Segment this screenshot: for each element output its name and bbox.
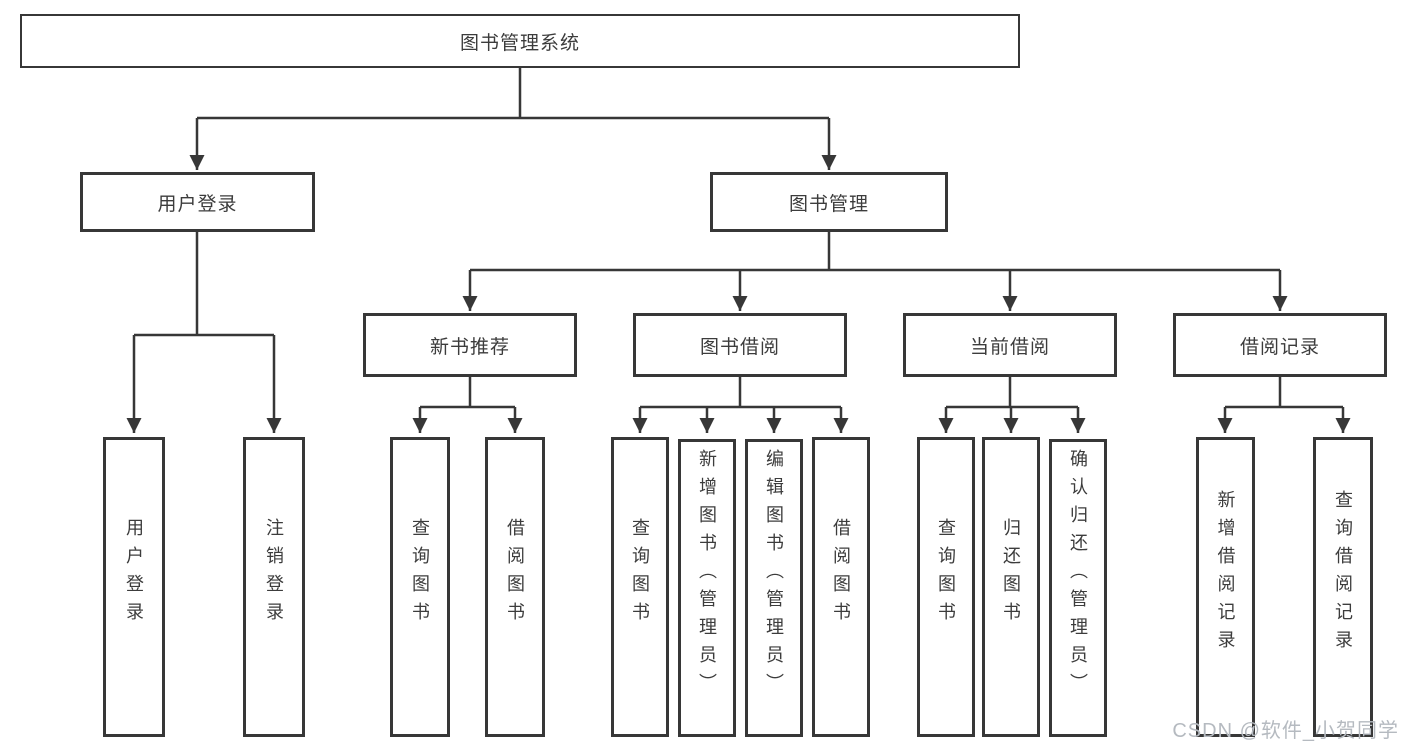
leaf-borrow-books-recommend-label: 借阅图书 xyxy=(505,518,525,630)
leaf-query-books-current: 查询图书 xyxy=(917,437,975,737)
leaf-confirm-return-admin-label: 确认归还（管理员） xyxy=(1068,449,1088,701)
leaf-borrow-books-recommend: 借阅图书 xyxy=(485,437,545,737)
leaf-query-borrow-record-label: 查询借阅记录 xyxy=(1333,490,1353,658)
leaf-borrow-books-label: 借阅图书 xyxy=(831,518,851,630)
leaf-add-books-admin: 新增图书（管理员） xyxy=(678,439,736,737)
leaf-edit-books-admin: 编辑图书（管理员） xyxy=(745,439,803,737)
leaf-add-books-admin-label: 新增图书（管理员） xyxy=(697,449,717,701)
leaf-query-books-recommend: 查询图书 xyxy=(390,437,450,737)
node-user-login-branch: 用户登录 xyxy=(80,172,315,232)
node-book-borrowing: 图书借阅 xyxy=(633,313,847,377)
leaf-query-books-current-label: 查询图书 xyxy=(936,518,956,630)
node-borrowing-records: 借阅记录 xyxy=(1173,313,1387,377)
leaf-user-login: 用户登录 xyxy=(103,437,165,737)
leaf-logout: 注销登录 xyxy=(243,437,305,737)
node-book-management-system-label: 图书管理系统 xyxy=(459,32,580,54)
node-book-management-system: 图书管理系统 xyxy=(20,14,1020,68)
leaf-query-books-recommend-label: 查询图书 xyxy=(410,518,430,630)
node-book-borrowing-label: 图书借阅 xyxy=(699,336,780,358)
leaf-confirm-return-admin: 确认归还（管理员） xyxy=(1049,439,1107,737)
leaf-add-borrow-record: 新增借阅记录 xyxy=(1196,437,1255,737)
leaf-user-login-label: 用户登录 xyxy=(124,518,144,630)
leaf-borrow-books: 借阅图书 xyxy=(812,437,870,737)
node-book-management-branch: 图书管理 xyxy=(710,172,948,232)
csdn-watermark: CSDN @软件_小贺同学 xyxy=(1172,720,1399,742)
leaf-edit-books-admin-label: 编辑图书（管理员） xyxy=(764,449,784,701)
leaf-return-books: 归还图书 xyxy=(982,437,1040,737)
leaf-query-books-borrow: 查询图书 xyxy=(611,437,669,737)
leaf-logout-label: 注销登录 xyxy=(264,518,284,630)
node-borrowing-records-label: 借阅记录 xyxy=(1239,336,1320,358)
node-current-borrowing-label: 当前借阅 xyxy=(969,336,1050,358)
leaf-query-books-borrow-label: 查询图书 xyxy=(630,518,650,630)
node-current-borrowing: 当前借阅 xyxy=(903,313,1117,377)
leaf-return-books-label: 归还图书 xyxy=(1001,518,1021,630)
node-new-book-recommendation-label: 新书推荐 xyxy=(429,336,510,358)
node-book-management-branch-label: 图书管理 xyxy=(788,193,869,215)
leaf-query-borrow-record: 查询借阅记录 xyxy=(1313,437,1373,737)
node-new-book-recommendation: 新书推荐 xyxy=(363,313,577,377)
leaf-add-borrow-record-label: 新增借阅记录 xyxy=(1215,490,1236,658)
node-user-login-branch-label: 用户登录 xyxy=(157,193,238,215)
